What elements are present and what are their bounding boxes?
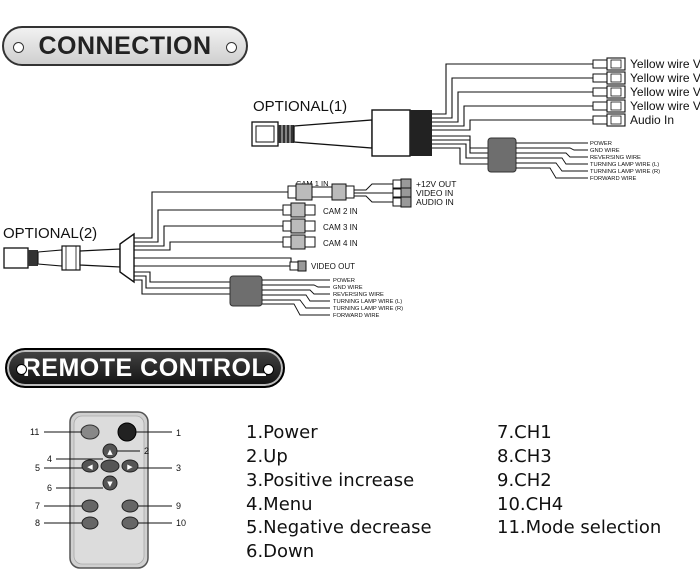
callout-number: 3 [176, 463, 181, 473]
output-label: Audio In [630, 113, 674, 127]
ch1-button[interactable] [81, 499, 99, 513]
callout-number: 5 [35, 463, 40, 473]
positive-increase-button[interactable] [121, 459, 139, 473]
legend-item-down: 6.Down [246, 541, 315, 562]
callout-number: 4 [47, 454, 52, 464]
output-label: Yellow wire V3 [630, 85, 700, 99]
cam1-output-label: AUDIO IN [416, 197, 454, 207]
legend-item-mode-selection: 11.Mode selection [497, 517, 662, 538]
output-label: Yellow wire V2 [630, 71, 700, 85]
output-label: Yellow wire V1 [630, 57, 700, 71]
down-arrow-icon: ▼ [107, 480, 113, 488]
optional2-connector-body [119, 232, 135, 284]
remote-control: ▲ ◀ ▶ ▼ [69, 411, 149, 569]
down-button[interactable] [102, 475, 118, 491]
ch2-button[interactable] [121, 499, 139, 513]
ch3-button[interactable] [81, 516, 99, 530]
legend-item-menu: 4.Menu [246, 494, 313, 515]
legend-item-ch3: 8.CH3 [497, 446, 552, 467]
ch4-button[interactable] [121, 516, 139, 530]
cam4-connector [282, 234, 316, 250]
cam1-output-label: VIDEO IN [416, 188, 453, 198]
optional1-junction-box [487, 137, 517, 173]
up-arrow-icon: ▲ [107, 448, 113, 456]
optional2-wire-labels: POWER GND WIRE REVERSING WIRE TURNING LA… [333, 278, 403, 319]
cam4-label: CAM 4 IN [323, 239, 358, 248]
menu-button[interactable] [100, 459, 120, 473]
wire-label: FORWARD WIRE [333, 313, 380, 319]
optional1-rca-connectors [592, 57, 626, 127]
cam2-connector [282, 202, 316, 218]
left-arrow-icon: ◀ [87, 463, 93, 471]
callout-number: 7 [35, 501, 40, 511]
screw-icon [263, 363, 274, 375]
optional1-cable [293, 119, 373, 149]
cam3-connector [282, 218, 316, 234]
wire-label: REVERSING WIRE [333, 292, 384, 298]
legend-item-up: 2.Up [246, 446, 288, 467]
right-arrow-icon: ▶ [127, 463, 133, 471]
legend-item-negative-decrease: 5.Negative decrease [246, 517, 432, 538]
wire-label: GND WIRE [333, 285, 363, 291]
callout-number: 10 [176, 518, 186, 528]
wire-label: POWER [590, 141, 612, 147]
optional2-junction-box [229, 275, 263, 307]
optional1-plug [251, 121, 294, 147]
wire-label: POWER [333, 278, 355, 284]
cam-labels: CAM 2 IN CAM 3 IN CAM 4 IN [323, 207, 358, 248]
optional1-wire-labels: POWER GND WIRE REVERSING WIRE TURNING LA… [590, 141, 660, 182]
wire-label: GND WIRE [590, 148, 620, 154]
cam1-output-wires [354, 183, 393, 203]
screw-icon [226, 41, 237, 53]
cam1-connector [287, 183, 355, 201]
video-out-connector [289, 260, 307, 272]
callout-number: 6 [47, 483, 52, 493]
legend-item-power: 1.Power [246, 422, 318, 443]
power-button[interactable] [117, 422, 137, 442]
wire-label: TURNING LAMP WIRE (L) [333, 299, 402, 305]
callout-number: 9 [176, 501, 181, 511]
optional1-output-labels: Yellow wire V1 Yellow wire V2 Yellow wir… [630, 57, 700, 127]
optional2-label: OPTIONAL(2) [3, 225, 97, 242]
wire-label: TURNING LAMP WIRE (L) [590, 162, 659, 168]
connection-section-badge: CONNECTION [2, 26, 248, 66]
optional1-label: OPTIONAL(1) [253, 98, 347, 115]
wire-label: TURNING LAMP WIRE (R) [333, 306, 403, 312]
video-out-label: VIDEO OUT [311, 262, 355, 271]
cam1-output-connectors [392, 178, 412, 208]
legend-item-ch4: 10.CH4 [497, 494, 564, 515]
callout-number: 8 [35, 518, 40, 528]
remote-callout-lines [44, 431, 172, 524]
callout-number: 2 [144, 446, 149, 456]
connection-title: CONNECTION [38, 31, 212, 60]
optional1-connector-body [371, 109, 411, 157]
negative-decrease-button[interactable] [81, 459, 99, 473]
remote-callout-numbers: 11 1 2 4 5 3 6 7 9 8 10 [30, 427, 186, 528]
remote-control-title: REMOTE CONTROL [22, 353, 268, 382]
legend-item-ch1: 7.CH1 [497, 422, 552, 443]
output-label: Yellow wire V4 [630, 99, 700, 113]
cam2-label: CAM 2 IN [323, 207, 358, 216]
cam1-output-label: +12V OUT [416, 179, 456, 189]
optional2-wires [134, 191, 292, 295]
mode-selection-button[interactable] [80, 424, 100, 440]
legend-item-positive-increase: 3.Positive increase [246, 470, 415, 491]
callout-number: 1 [176, 428, 181, 438]
optional1-output-wires [432, 63, 593, 165]
optional1-connector-clamp [410, 110, 432, 156]
screw-icon [13, 41, 24, 53]
screw-icon [16, 363, 27, 375]
optional2-control-wires [262, 279, 330, 316]
legend-item-ch2: 9.CH2 [497, 470, 552, 491]
optional1-control-wires [516, 142, 588, 179]
callout-number: 11 [30, 427, 39, 437]
cam3-label: CAM 3 IN [323, 223, 358, 232]
optional2-plug [3, 245, 121, 271]
cam1-output-labels: +12V OUT VIDEO IN AUDIO IN [416, 179, 456, 207]
wire-label: REVERSING WIRE [590, 155, 641, 161]
wire-label: TURNING LAMP WIRE (R) [590, 169, 660, 175]
wire-label: FORWARD WIRE [590, 176, 637, 182]
remote-control-section-badge: REMOTE CONTROL [5, 348, 285, 388]
